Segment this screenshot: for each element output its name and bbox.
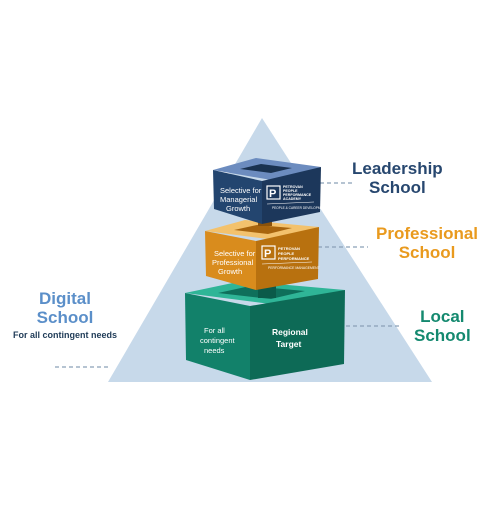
- leadership-logo-divider: [266, 201, 315, 205]
- connector-lines: [55, 182, 400, 368]
- leadership-logo-line-4: ACADEMY: [283, 197, 302, 201]
- local-school-label: Local School: [414, 307, 471, 345]
- leadership-front-line-1: Selective for: [220, 186, 262, 195]
- professional-label-line-1: Professional: [376, 224, 479, 243]
- digital-school-label: Digital School For all contingent needs: [0, 289, 130, 341]
- professional-front-line-2: Professional: [212, 258, 254, 267]
- professional-logo-letter: P: [264, 248, 271, 260]
- local-front-line-2: contingent: [200, 336, 236, 345]
- leadership-logo-line-1: PETROVAN: [283, 185, 303, 189]
- local-label-line-1: Local: [420, 307, 465, 326]
- professional-logo-line-3: PERFORMANCE: [278, 256, 310, 261]
- professional-front-line-1: Selective for: [214, 249, 256, 258]
- leadership-logo: P PETROVAN PEOPLE PERFORMANCE ACADEMY PE…: [266, 185, 327, 210]
- professional-logo-caption: PERFORMANCE MANAGEMENT: [268, 266, 320, 270]
- professional-school-label: Professional School: [376, 224, 479, 262]
- leadership-label-line-2: School: [369, 177, 426, 197]
- professional-school-block: Selective for Professional Growth P PETR…: [205, 220, 320, 290]
- people-performance-logo-icon: [266, 185, 281, 200]
- professional-logo-divider: [261, 261, 313, 265]
- leadership-school-block: Selective for Managerial Growth P PETROV…: [213, 158, 327, 224]
- professional-block-top-hole: [234, 225, 292, 234]
- professional-block-front: [205, 231, 256, 290]
- professional-logo: P PETROVAN PEOPLE PERFORMANCE PERFORMANC…: [261, 245, 320, 270]
- local-block-front: [185, 293, 250, 380]
- leadership-logo-line-3: PERFORMANCE: [283, 193, 312, 197]
- professional-logo-line-1: PETROVAN: [278, 246, 300, 251]
- local-block-side: [250, 290, 345, 380]
- leadership-logo-caption: PEOPLE & CAREER DEVELOPMENT: [272, 206, 327, 210]
- local-front-line-3: needs: [204, 346, 225, 355]
- local-side-line-2: Target: [276, 339, 302, 349]
- professional-block-side: [256, 227, 319, 290]
- local-side-line-1: Regional: [272, 327, 308, 337]
- local-label-line-2: School: [414, 325, 471, 345]
- professional-logo-line-2: PEOPLE: [278, 251, 295, 256]
- leadership-school-label: Leadership School: [352, 159, 443, 197]
- professional-label-line-2: School: [398, 242, 456, 262]
- professional-front-line-3: Growth: [218, 267, 242, 276]
- digital-label-line-2: School: [36, 307, 94, 327]
- local-front-line-1: For all: [204, 326, 225, 335]
- leadership-logo-line-2: PEOPLE: [283, 189, 298, 193]
- digital-label-line-1: Digital: [39, 289, 91, 308]
- leadership-block-side: [262, 167, 321, 224]
- leadership-block-front: [213, 170, 262, 224]
- leadership-label-line-1: Leadership: [352, 159, 443, 178]
- people-performance-logo-icon: [261, 245, 276, 260]
- leadership-block-top-hole: [240, 164, 292, 173]
- leadership-logo-letter: P: [269, 188, 276, 200]
- leadership-front-line-2: Managerial: [220, 195, 257, 204]
- leadership-front-line-3: Growth: [226, 204, 250, 213]
- digital-label-subtitle: For all contingent needs: [12, 330, 117, 341]
